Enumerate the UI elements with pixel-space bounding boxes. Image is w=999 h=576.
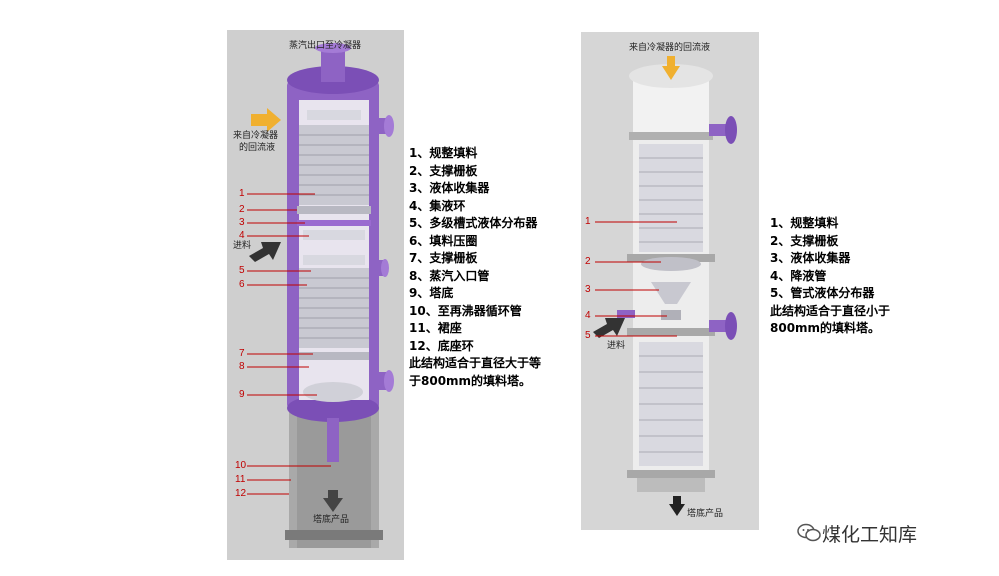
legend-item: 2、支撑栅板 [409, 163, 478, 178]
legend-item: 3、液体收集器 [770, 251, 851, 265]
bottom-product-label: 塔底产品 [313, 515, 350, 525]
left-legend: 1、规整填料 2、支撑栅板 3、液体收集器 4、集液环 5、多级槽式液体分布器 … [409, 145, 541, 390]
reflux-label-line1: 来自冷凝器 [233, 131, 279, 141]
top-reflux-label: 来自冷凝器的回流液 [629, 43, 711, 53]
top-outlet-label: 蒸汽出口至冷凝器 [289, 41, 362, 51]
callout-8: 8 [239, 361, 245, 372]
legend-item: 1、规整填料 [770, 216, 839, 230]
callout-1: 1 [585, 216, 591, 227]
wechat-icon [797, 523, 821, 542]
legend-item: 2、支撑栅板 [770, 233, 839, 248]
feed-label: 进料 [233, 241, 252, 251]
legend-item: 9、塔底 [409, 286, 454, 300]
callout-7: 7 [239, 348, 245, 359]
bottom-arrow [323, 490, 343, 512]
legend-item: 6、填料压圈 [409, 233, 478, 248]
reflux-label-line2: 的回流液 [239, 143, 276, 153]
packing-bed-1 [639, 144, 703, 252]
right-diagram-panel: 来自冷凝器的回流液 进料 塔底产品 1 2 3 4 5 [581, 32, 759, 530]
bottom-product-label: 塔底产品 [687, 509, 724, 519]
legend-item: 1、规整填料 [409, 146, 478, 160]
callout-2: 2 [585, 256, 591, 267]
watermark-text: 煤化工知库 [822, 524, 918, 546]
feed-arrow [249, 242, 281, 262]
callout-3: 3 [239, 217, 245, 228]
left-diagram-panel: 蒸汽出口至冷凝器 来自冷凝器 的回流液 进料 塔底产品 1 2 3 4 5 6 … [227, 30, 404, 560]
legend-item: 11、裙座 [409, 321, 462, 335]
legend-item: 5、管式液体分布器 [770, 286, 875, 300]
callout-5: 5 [585, 330, 591, 341]
legend-item: 4、集液环 [409, 198, 466, 213]
legend-item: 10、至再沸器循环管 [409, 303, 522, 318]
right-column-drawing [593, 56, 737, 516]
callout-5: 5 [239, 265, 245, 276]
reflux-arrow [251, 108, 281, 132]
right-legend: 1、规整填料 2、支撑栅板 3、液体收集器 4、降液管 5、管式液体分布器 此结… [770, 215, 890, 338]
feed-label: 进料 [607, 341, 626, 351]
left-column-drawing [247, 43, 394, 548]
legend-item: 12、底座环 [409, 338, 474, 353]
legend-item: 8、蒸汽入口管 [409, 268, 490, 283]
feed-arrow [593, 318, 625, 338]
reflux-arrow [662, 56, 680, 80]
legend-note: 此结构适合于直径小于 [770, 303, 891, 318]
callout-11: 11 [235, 474, 246, 485]
callout-6: 6 [239, 279, 245, 290]
callout-9: 9 [239, 389, 245, 400]
callout-3: 3 [585, 284, 591, 295]
callout-2: 2 [239, 204, 245, 215]
legend-item: 3、液体收集器 [409, 181, 490, 195]
callout-4: 4 [239, 230, 245, 241]
callout-1: 1 [239, 188, 245, 199]
callout-4: 4 [585, 310, 591, 321]
legend-item: 4、降液管 [770, 268, 827, 283]
legend-item: 7、支撑栅板 [409, 251, 478, 265]
bottom-arrow [669, 496, 685, 516]
base-ring [285, 530, 383, 540]
legend-note: 800mm的填料塔。 [770, 321, 881, 335]
legend-note: 于800mm的填料塔。 [409, 373, 532, 388]
callout-12: 12 [235, 488, 247, 499]
legend-note: 此结构适合于直径大于等 [409, 356, 542, 370]
legend-item: 5、多级槽式液体分布器 [409, 216, 538, 230]
callout-10: 10 [235, 460, 247, 471]
